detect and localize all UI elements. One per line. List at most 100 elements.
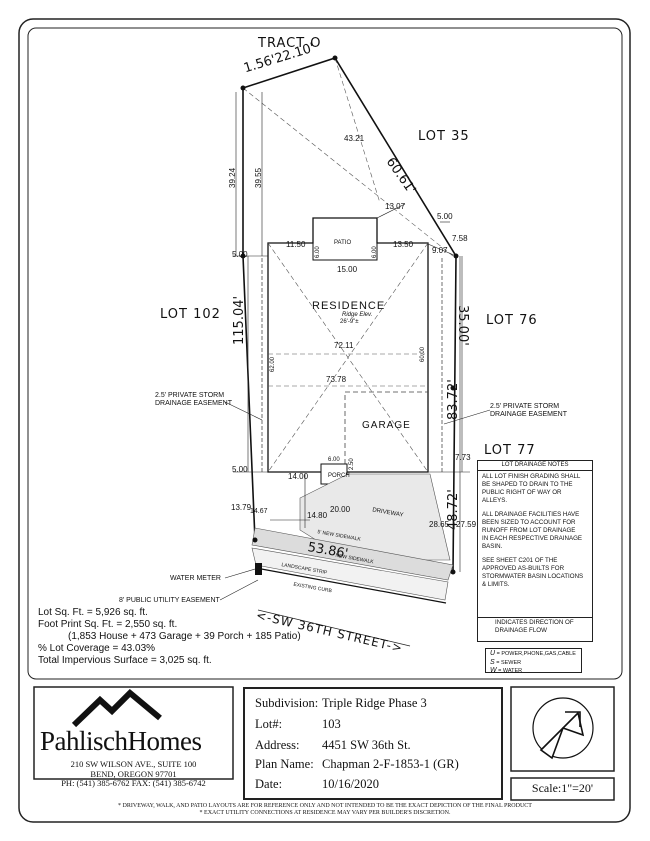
note-line: BEEN SIZED TO ACCOUNT FOR <box>482 519 576 526</box>
note-paragraph-1: ALL LOT FINISH GRADING SHALL BE SHAPED T… <box>482 473 588 505</box>
company-address: 210 SW WILSON AVE., SUITE 100 BEND, OREG… <box>34 759 233 789</box>
easement-right-label: 2.5' PRIVATE STORM DRAINAGE EASEMENT <box>490 403 567 419</box>
easement-left-line2: DRAINAGE EASEMENT <box>155 400 233 407</box>
note-line: SEE SHEET C201 OF THE <box>482 557 558 564</box>
title-block: Subdivision:Triple Ridge Phase 3 Lot#: 10… <box>243 687 503 800</box>
stat-breakdown: (1,853 House + 473 Garage + 39 Porch + 1… <box>68 631 301 642</box>
tb-subdivision-label: Subdivision: <box>255 696 319 710</box>
easement-left-line1: 2.5' PRIVATE STORM <box>155 392 225 399</box>
tb-address: Address:4451 SW 36th St. <box>255 738 411 753</box>
tb-date: Date:10/16/2020 <box>255 777 379 792</box>
dim-15-00: 15.00 <box>337 265 358 274</box>
tb-subdivision-value: Triple Ridge Phase 3 <box>322 696 427 710</box>
easement-right-line1: 2.5' PRIVATE STORM <box>490 403 560 410</box>
dim-73-78: 73.78 <box>326 375 347 384</box>
dim-13-50: 13.50 <box>393 240 414 249</box>
dim-43-21: 43.21 <box>344 134 365 143</box>
dim-28-65: 28.65 <box>429 520 450 529</box>
note-paragraph-3: SEE SHEET C201 OF THE APPROVED AS-BUILTS… <box>482 557 588 589</box>
drainage-notes-box: LOT DRAINAGE NOTES ALL LOT FINISH GRADIN… <box>477 460 593 642</box>
patio-outline <box>312 217 378 261</box>
easement-right-line2: DRAINAGE EASEMENT <box>490 411 568 418</box>
dim-11-50: 11.50 <box>286 240 306 249</box>
note-line: STORMWATER BASIN LOCATIONS <box>482 573 584 580</box>
patio-label: PATIO <box>334 240 352 246</box>
tb-subdivision: Subdivision:Triple Ridge Phase 3 <box>255 696 427 711</box>
tb-plan-label: Plan Name: <box>255 757 314 771</box>
dim-14-67: 14.67 <box>250 508 268 515</box>
legend-symbol: W <box>490 667 497 674</box>
note-line: PUBLIC RIGHT OF WAY OR <box>482 489 562 496</box>
tb-lot: Lot#: 103 <box>255 717 341 732</box>
dim-27-59: 27.59 <box>456 520 477 529</box>
dim-62-00: 62.00 <box>270 356 276 372</box>
note-line: RUNOFF FROM LOT DRAINAGE <box>482 527 576 534</box>
water-meter-label: WATER METER <box>170 575 221 582</box>
lot76-label: LOT 76 <box>486 313 538 328</box>
ridge-elev-value: 26'-9"± <box>340 319 359 325</box>
dim-2-50: 2.50 <box>349 458 355 470</box>
legend-item-water: W = WATER <box>490 667 577 676</box>
dim-14-00: 14.00 <box>288 472 309 481</box>
arrow-legend-line: DRAINAGE FLOW <box>495 627 547 634</box>
legend-item-power: U = POWER,PHONE,GAS,CABLE <box>490 650 577 659</box>
dim-9-07: 9.07 <box>432 246 448 255</box>
legend-symbol: U <box>490 650 496 657</box>
porch-label: PORCH <box>328 473 350 479</box>
dim-39-24: 39.24 <box>228 167 237 188</box>
company-address-line2: BEND, OREGON 97701 <box>90 768 177 779</box>
company-logo-text: PahlischHomes <box>40 726 202 756</box>
dim-115-04: 115.04' <box>232 295 247 345</box>
company-phone: PH: (541) 385-6762 FAX: (541) 385-6742 <box>61 778 206 788</box>
company-address-line1: 210 SW WILSON AVE., SUITE 100 <box>70 759 197 769</box>
sheet-outer-border <box>18 18 631 823</box>
note-line: ALL DRAINAGE FACILITIES HAVE <box>482 511 580 518</box>
dim-35-00: 35.00' <box>455 305 470 346</box>
note-line: BASIN. <box>482 543 503 550</box>
drainage-arrow-legend: INDICATES DIRECTION OF DRAINAGE FLOW <box>495 619 574 635</box>
note-line: BE SHAPED TO DRAIN TO THE <box>482 481 573 488</box>
dim-5-00-top: 5.00 <box>437 212 453 221</box>
logo-mountains <box>71 688 162 728</box>
lot35-label: LOT 35 <box>418 129 470 144</box>
dim-14-80: 14.80 <box>307 511 328 520</box>
stat-lot-coverage: % Lot Coverage = 43.03% <box>38 643 156 654</box>
dim-60-00: 60.00 <box>420 346 426 362</box>
scale-label: Scale:1"=20' <box>531 781 594 795</box>
note-paragraph-2: ALL DRAINAGE FACILITIES HAVE BEEN SIZED … <box>482 511 588 551</box>
stat-lot-sqft: Lot Sq. Ft. = 5,926 sq. ft. <box>38 607 148 618</box>
legend-text: = WATER <box>498 668 523 674</box>
tb-date-label: Date: <box>255 777 283 791</box>
dim-39-55: 39.55 <box>254 167 263 188</box>
dim-6-00-b: 6.00 <box>372 246 378 258</box>
note-line: & LIMITS. <box>482 581 510 588</box>
tb-plan: Plan Name: Chapman 2-F-1853-1 (GR) <box>255 757 459 772</box>
tb-plan-value: Chapman 2-F-1853-1 (GR) <box>322 757 459 771</box>
legend-text: = POWER,PHONE,GAS,CABLE <box>496 651 576 657</box>
dim-5-00-bottom: 5.00 <box>232 465 248 474</box>
note-line: ALLEYS. <box>482 497 508 504</box>
north-arrow-symbol <box>539 711 585 760</box>
water-meter-symbol <box>255 563 262 575</box>
dim-7-73: 7.73 <box>455 453 471 462</box>
tb-address-value: 4451 SW 36th St. <box>322 738 411 752</box>
legend-symbol: S <box>490 658 495 666</box>
legend-text: = SEWER <box>496 659 522 666</box>
dim-6-00-c: 6.00 <box>328 457 340 463</box>
tb-lot-label: Lot#: <box>255 717 283 731</box>
garage-outline <box>344 391 428 472</box>
stat-impervious: Total Impervious Surface = 3,025 sq. ft. <box>38 655 212 666</box>
tb-lot-value: 103 <box>322 717 341 731</box>
note-line: APPROVED AS-BUILTS FOR <box>482 565 565 572</box>
note-line: IN EACH RESPECTIVE DRAINAGE <box>482 535 583 542</box>
legend-item-sewer: S = SEWER <box>490 659 577 668</box>
lot77-label: LOT 77 <box>484 443 536 458</box>
dim-5-00-left: 5.00 <box>232 250 248 259</box>
arrow-legend-line: INDICATES DIRECTION OF <box>495 619 574 626</box>
residence-label: RESIDENCE <box>312 300 386 312</box>
utility-legend: U = POWER,PHONE,GAS,CABLE S = SEWER W = … <box>485 648 582 676</box>
lot-statistics: Lot Sq. Ft. = 5,926 sq. ft. Foot Print S… <box>38 607 301 667</box>
dim-13-07: 13.07 <box>385 202 406 211</box>
garage-label: GARAGE <box>362 420 411 431</box>
